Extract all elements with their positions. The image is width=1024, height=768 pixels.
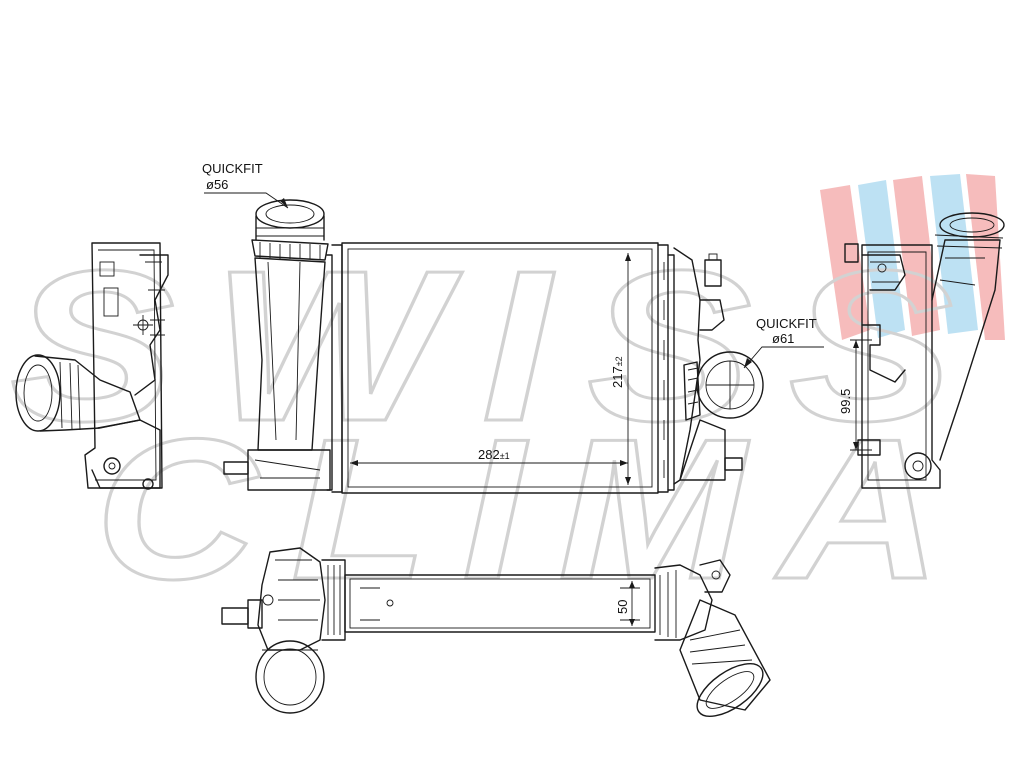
front-view: 282±1 217±2	[223, 199, 764, 494]
outlet-quickfit-label: QUICKFIT	[756, 316, 817, 331]
intercooler-core: 282±1 217±2	[341, 242, 659, 494]
outlet-tank	[657, 244, 764, 493]
inlet-tank	[223, 199, 343, 493]
height-dimension: 217±2	[610, 356, 625, 388]
watermark-line-1: SWISS	[10, 225, 990, 466]
watermark-flag	[820, 174, 1005, 340]
watermark: SWISS CLIMA	[9, 174, 1005, 623]
watermark-line-2: CLIMA	[95, 398, 975, 621]
inlet-callout: QUICKFIT ø56	[202, 161, 289, 209]
outlet-callout: QUICKFIT ø61	[743, 316, 824, 369]
bottom-view: 50	[221, 547, 771, 718]
width-dimension: 282±1	[478, 447, 510, 462]
inlet-quickfit-label: QUICKFIT	[202, 161, 263, 176]
depth-dimension: 50	[615, 600, 630, 614]
outlet-diameter-label: ø61	[772, 331, 794, 346]
left-side-view	[15, 242, 169, 490]
side-height-dimension: 99.5	[838, 389, 853, 414]
right-side-view: 99.5	[838, 212, 1005, 489]
inlet-diameter-label: ø56	[206, 177, 228, 192]
